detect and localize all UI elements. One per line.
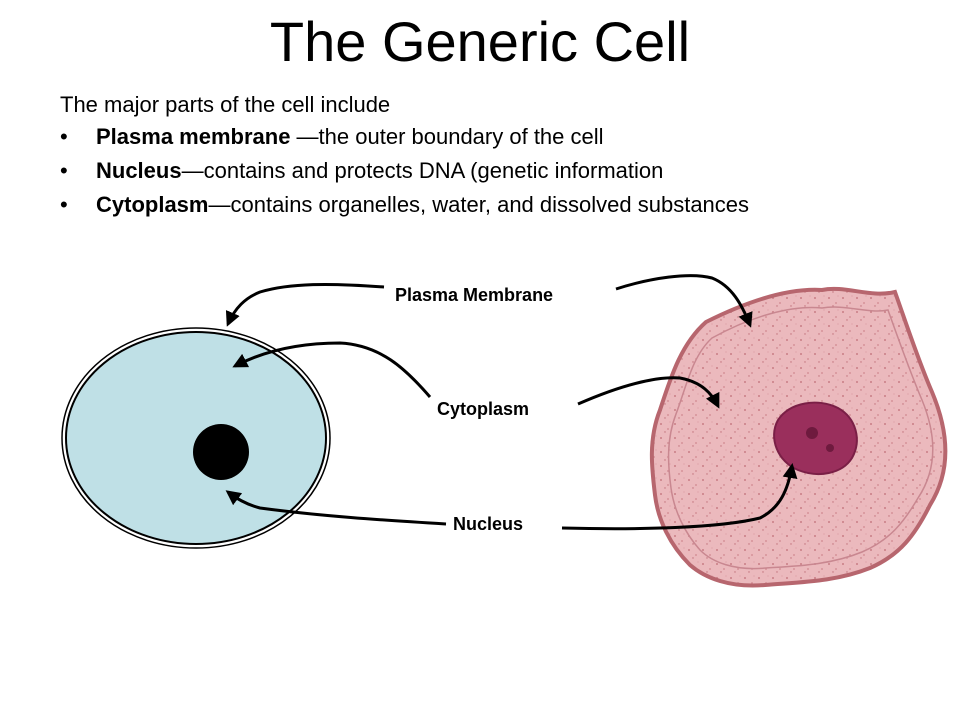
nucleolus (806, 427, 818, 439)
intro-text: The major parts of the cell include (60, 92, 391, 117)
description-plasma-membrane: —the outer boundary of the cell (290, 124, 604, 149)
cell-parts-list: • Plasma membrane —the outer boundary of… (60, 120, 940, 222)
arrow-nucleus-to-micrograph (561, 463, 798, 531)
label-plasma-membrane: Plasma Membrane (395, 285, 553, 305)
arrow-nucleus-to-generic (225, 490, 447, 526)
term-nucleus: Nucleus (96, 158, 182, 183)
arrow-cytoplasm-to-micrograph (577, 376, 720, 409)
label-nucleus: Nucleus (453, 514, 523, 534)
bullet-icon: • (60, 192, 68, 217)
bullet-icon: • (60, 158, 68, 183)
nucleolus (826, 444, 834, 452)
micrograph-nucleus (773, 401, 858, 475)
term-plasma-membrane: Plasma membrane (96, 124, 291, 149)
label-cytoplasm: Cytoplasm (437, 399, 529, 419)
arrow-membrane-to-micrograph (615, 274, 753, 328)
arrow-cytoplasm-to-generic (232, 341, 432, 398)
micrograph-inner-membrane (667, 306, 934, 570)
term-cytoplasm: Cytoplasm (96, 192, 209, 217)
list-item-nucleus: • Nucleus—contains and protects DNA (gen… (60, 154, 940, 188)
list-item-cytoplasm: • Cytoplasm—contains organelles, water, … (60, 188, 940, 222)
generic-cell (61, 327, 331, 549)
arrow-membrane-to-generic (225, 282, 385, 327)
list-item-plasma-membrane: • Plasma membrane —the outer boundary of… (60, 120, 940, 154)
generic-plasma-membrane (61, 327, 331, 549)
cell-micrograph (649, 286, 948, 588)
bullet-icon: • (60, 124, 68, 149)
description-cytoplasm: —contains organelles, water, and dissolv… (208, 192, 750, 217)
arrows (225, 274, 798, 531)
generic-cytoplasm (65, 331, 327, 545)
page-title: The Generic Cell (269, 10, 691, 73)
description-nucleus: —contains and protects DNA (genetic info… (181, 158, 664, 183)
generic-nucleus (193, 424, 249, 480)
